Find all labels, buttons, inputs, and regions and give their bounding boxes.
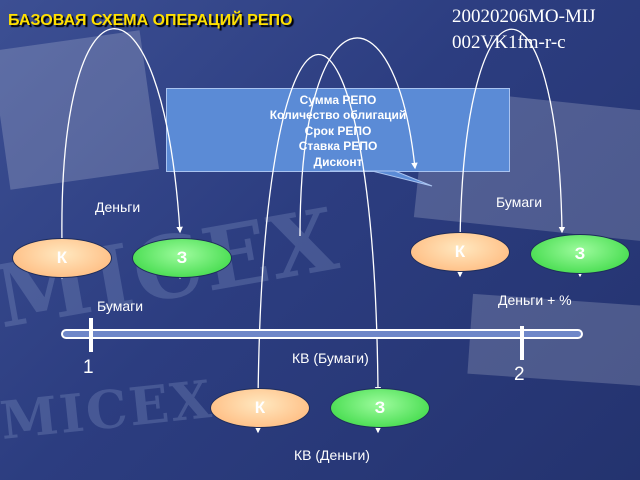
arc-papers-right — [459, 28, 566, 243]
term-repo-amount: Сумма РЕПО — [299, 93, 377, 107]
repo-terms-box: Сумма РЕПО Количество облигаций Срок РЕП… — [166, 88, 510, 172]
label-papers-left: Бумаги — [97, 298, 144, 314]
arc-money-left — [61, 28, 183, 245]
document-code-line-1: 20020206MO-MIJ — [452, 6, 596, 27]
node-left-z: З — [132, 238, 232, 278]
node-bottom-k: К — [210, 388, 310, 428]
arc-money-right — [299, 37, 418, 237]
term-repo-period: Срок РЕПО — [304, 123, 372, 138]
timeline-label-start: 1 — [83, 357, 94, 378]
arc-papers-left — [257, 54, 382, 405]
term-bond-quantity: Количество облигаций — [269, 108, 407, 123]
term-repo-rate: Ставка РЕПО — [298, 139, 378, 154]
term-discount: Дисконт — [313, 154, 363, 169]
label-kv-money: КВ (Деньги) — [294, 447, 370, 463]
timeline-label-end: 2 — [514, 364, 525, 385]
label-kv-papers: КВ (Бумаги) — [292, 350, 369, 366]
label-money-left: Деньги — [95, 199, 141, 215]
callout-tail — [330, 170, 433, 187]
label-money-plus-percent: Деньги + % — [498, 292, 572, 308]
document-code-line-2: 002VK1fm-r-c — [452, 32, 566, 53]
node-right-k: К — [410, 232, 510, 272]
slide-title: БАЗОВАЯ СХЕМА ОПЕРАЦИЙ РЕПО — [8, 12, 293, 29]
node-bottom-z: З — [330, 388, 430, 428]
label-papers-right: Бумаги — [496, 194, 543, 210]
node-left-k: К — [12, 238, 112, 278]
timeline-bar — [61, 329, 583, 339]
node-right-z: З — [530, 234, 630, 274]
